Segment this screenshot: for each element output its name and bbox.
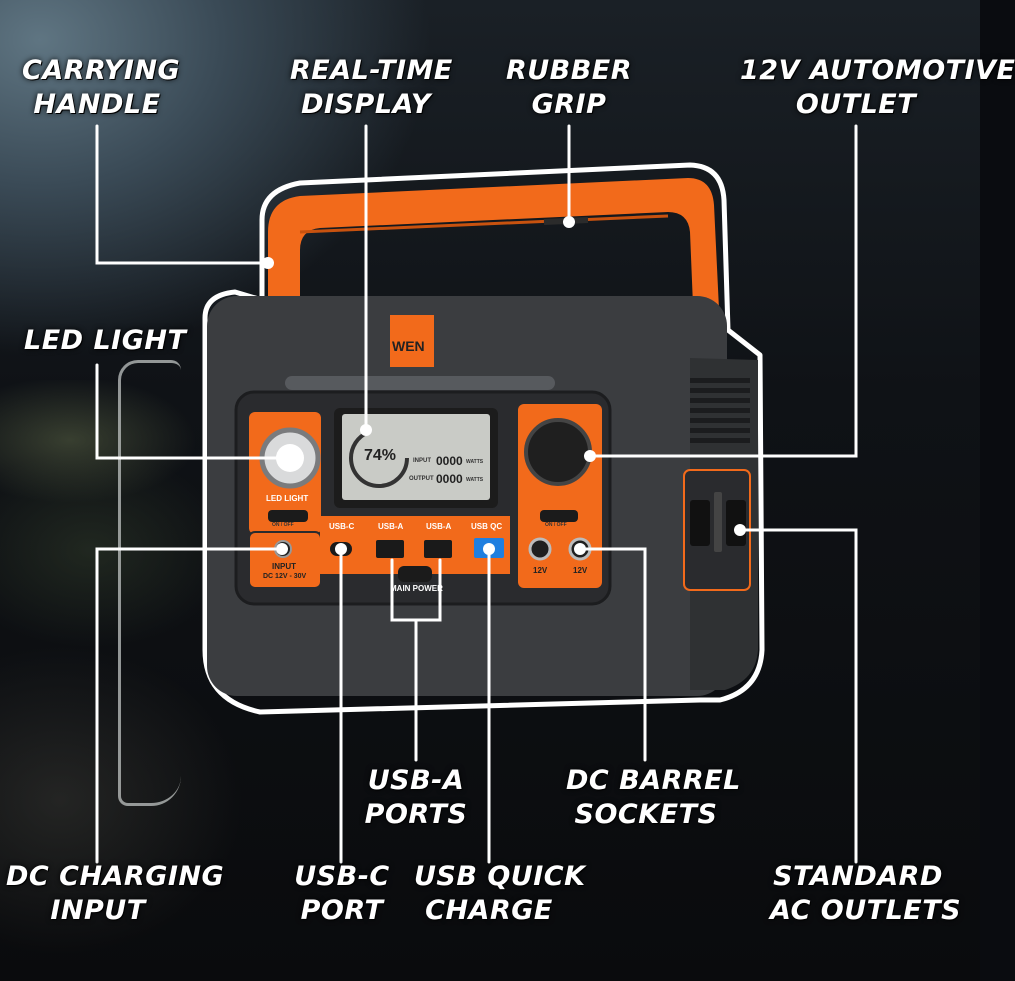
usb-a-socket-1 [376,540,404,558]
line-standard-ac-outlets [738,528,858,864]
line-automotive-outlet [588,124,858,458]
dot-dc-charging-input [276,543,288,555]
display-output-label: OUTPUT [409,476,434,482]
usb-a-text-2: USB-A [426,522,452,531]
dot-led-light [276,452,288,464]
dot-real-time-display [360,424,372,436]
label-dc-charging-input: DC CHARGING INPUT [6,861,225,926]
input-range-text: DC 12V - 30V [263,573,307,580]
dc-barrel-1 [528,537,552,561]
power-station [202,162,765,715]
label-real-time-display: REAL-TIME DISPLAY [290,55,453,120]
main-power-text: MAIN POWER [390,584,443,593]
handle-grip-line [299,214,669,234]
led-switch [268,510,308,522]
usb-c-text: USB-C [329,522,355,531]
line-dc-barrel-sockets [578,547,647,762]
carrying-handle [268,178,720,330]
dot-dc-barrel-sockets [574,543,586,555]
dc-switch [540,510,578,522]
ac-outlet-1 [690,500,710,546]
label-usb-a-ports: USB-A PORTS [364,765,468,830]
label-led-light: LED LIGHT [24,325,187,356]
label-usb-c-port: USB-C PORT [294,861,390,926]
dot-standard-ac-outlets [734,524,746,536]
brand-logo-text: WEN [392,338,425,354]
display-output-unit: WATTS [466,477,484,483]
dot-usb-quick-charge [483,543,495,555]
label-dc-barrel-sockets: DC BARREL SOCKETS [566,765,741,830]
side-vents [690,378,750,443]
led-light-text: LED LIGHT [266,494,309,503]
dc-12v-text-2: 12V [573,566,588,575]
dc-switch-text: ON / OFF [545,522,567,528]
callout-lines [95,124,858,864]
label-carrying-handle: CARRYING HANDLE [22,55,181,120]
dc-12v-text-1: 12V [533,566,548,575]
display-input-label: INPUT [413,458,431,464]
led-lamp-core [276,444,304,472]
line-usb-a-bracket [390,558,442,622]
line-led-light [95,363,284,460]
line-dc-charging-input [95,547,284,864]
display-battery-ring [349,428,409,488]
display-input-watts: 0000 [436,454,463,468]
display-screen [342,414,490,500]
label-automotive-outlet: 12V AUTOMOTIVE OUTLET [740,55,1015,120]
main-power-button [398,566,432,582]
dot-carrying-handle [262,257,274,269]
display-percent: 74% [364,447,397,464]
label-standard-ac-outlets: STANDARD AC OUTLETS [770,861,962,926]
label-usb-quick-charge: USB QUICK CHARGE [414,861,586,926]
label-rubber-grip: RUBBER GRIP [505,55,633,120]
dot-rubber-grip [563,216,575,228]
background-van-door [118,360,181,806]
dot-usb-c-port [335,543,347,555]
wen-logo [390,315,434,367]
usb-qc-text: USB QC [471,522,503,531]
input-text: INPUT [272,562,296,571]
ac-outlet-divider [714,492,722,552]
product-outline [202,162,765,715]
led-switch-text: ON / OFF [272,522,294,528]
usb-a-text-1: USB-A [378,522,404,531]
usb-a-socket-2 [424,540,452,558]
display-output-watts: 0000 [436,472,463,486]
line-carrying-handle [95,124,270,265]
top-light-bar [285,376,555,390]
display-input-unit: WATTS [466,459,484,465]
dot-automotive-outlet [584,450,596,462]
